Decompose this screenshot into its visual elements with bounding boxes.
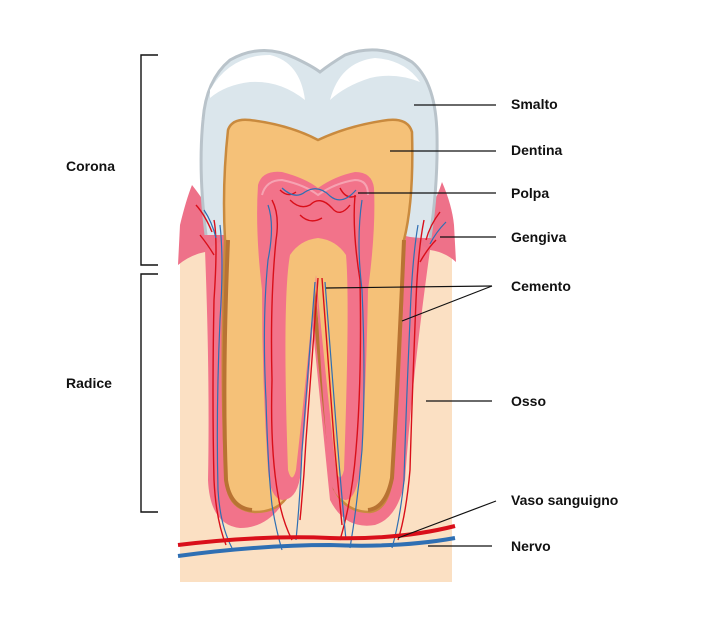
crown-bracket bbox=[140, 54, 158, 266]
root-bracket bbox=[140, 273, 158, 513]
blood-vessel-label: Vaso sanguigno bbox=[511, 492, 618, 508]
dentin-label: Dentina bbox=[511, 142, 563, 158]
blood-vessel-network bbox=[195, 187, 441, 546]
enamel-highlight-right bbox=[330, 58, 420, 100]
nerve-network bbox=[203, 187, 447, 551]
bone-label: Osso bbox=[511, 393, 546, 409]
pulp-label: Polpa bbox=[511, 185, 549, 201]
crown-label: Corona bbox=[66, 158, 115, 174]
cementum-label: Cemento bbox=[511, 278, 571, 294]
cementum-right bbox=[367, 239, 406, 512]
cementum-leader-a bbox=[325, 285, 493, 289]
root-label: Radice bbox=[66, 375, 112, 391]
gum-label: Gengiva bbox=[511, 229, 566, 245]
nerve-label: Nervo bbox=[511, 538, 551, 554]
enamel-label: Smalto bbox=[511, 96, 558, 112]
enamel-outline bbox=[199, 48, 439, 239]
main-nerve bbox=[177, 536, 456, 558]
cementum-left bbox=[222, 239, 253, 512]
blood-vessel-leader bbox=[397, 500, 497, 539]
main-blood-vessel bbox=[177, 524, 456, 547]
cementum-leader-b bbox=[401, 285, 493, 322]
enamel-highlight bbox=[210, 55, 305, 100]
pulp-light-edge bbox=[261, 178, 369, 197]
